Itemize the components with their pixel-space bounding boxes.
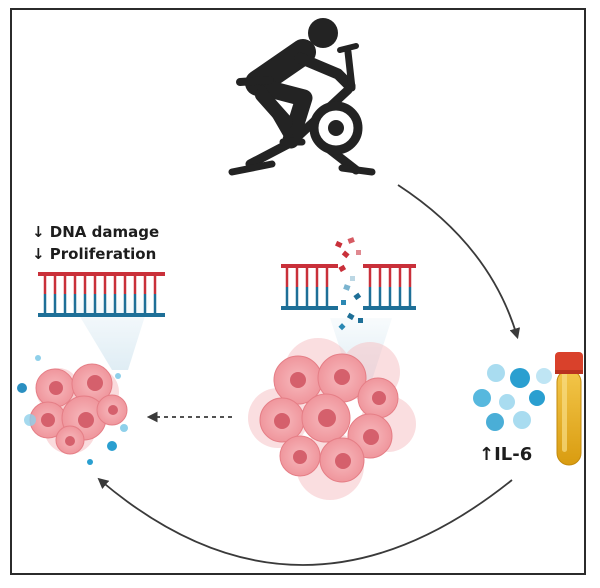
cycle-arrow-right [397,184,521,340]
tumor-cell-cluster-large-icon [248,338,416,500]
dna-double-strand-icon [38,272,165,370]
dna-fragments [335,237,363,331]
blood-sample-tube-icon [555,352,583,466]
cycle-arrow-bottom [97,477,513,566]
cytokine-molecules-icon [473,364,552,431]
dna-damage-label: ↓ DNA damage [32,223,160,241]
stationary-bike-cyclist-icon [228,18,376,176]
il6-label: ↑IL-6 [479,444,533,465]
proliferation-label: ↓ Proliferation [32,245,157,263]
tumor-cell-cluster-small-icon [17,355,128,465]
